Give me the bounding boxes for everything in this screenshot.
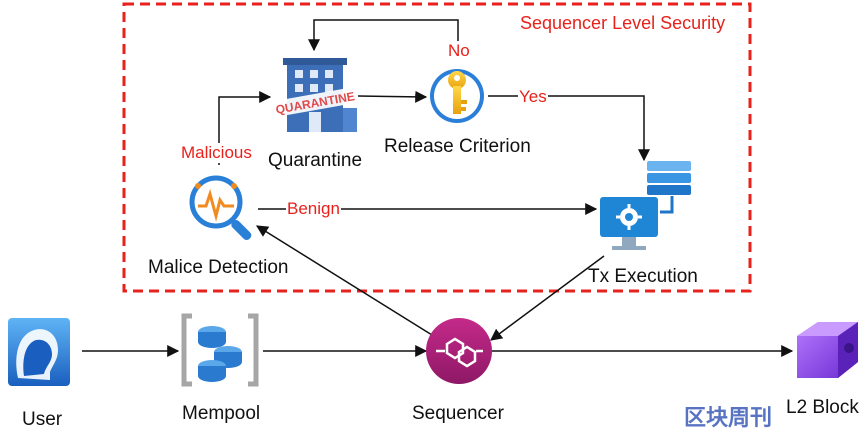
security-zone-title: Sequencer Level Security [520, 13, 726, 33]
user-icon [8, 318, 70, 386]
release-criterion-label: Release Criterion [384, 136, 531, 157]
edge-label-yes: Yes [518, 87, 548, 107]
quarantine-building-icon: QUARANTINE [274, 58, 357, 132]
sequencer-icon [426, 318, 492, 384]
l2-block-cube-icon [797, 322, 858, 378]
tx-execution-server-icon [600, 161, 691, 250]
edge-quarantine-to-release [357, 90, 428, 103]
key-icon [430, 69, 484, 123]
mempool-database-icon [181, 313, 259, 387]
edge-label-malicious: Malicious [180, 143, 253, 163]
quarantine-label: Quarantine [268, 150, 363, 171]
malice-detection-icon [189, 175, 252, 241]
tx-execution-label: Tx Execution [588, 266, 698, 287]
edge-execution-to-sequencer [490, 255, 605, 341]
security-zone-border [122, 2, 752, 293]
edge-label-benign: Benign [286, 199, 341, 219]
l2-block-label: L2 Block [786, 397, 859, 418]
edge-sequencer-to-detection [255, 225, 433, 336]
edge-release-to-quarantine [308, 19, 459, 60]
user-label: User [22, 409, 63, 430]
edge-detection-to-quarantine [218, 91, 272, 165]
sequencer-label: Sequencer [412, 403, 504, 424]
mempool-label: Mempool [182, 403, 261, 424]
watermark-logo: 区块周刊 [684, 406, 773, 431]
edge-label-no: No [447, 41, 471, 61]
malice-detection-label: Malice Detection [148, 257, 289, 278]
